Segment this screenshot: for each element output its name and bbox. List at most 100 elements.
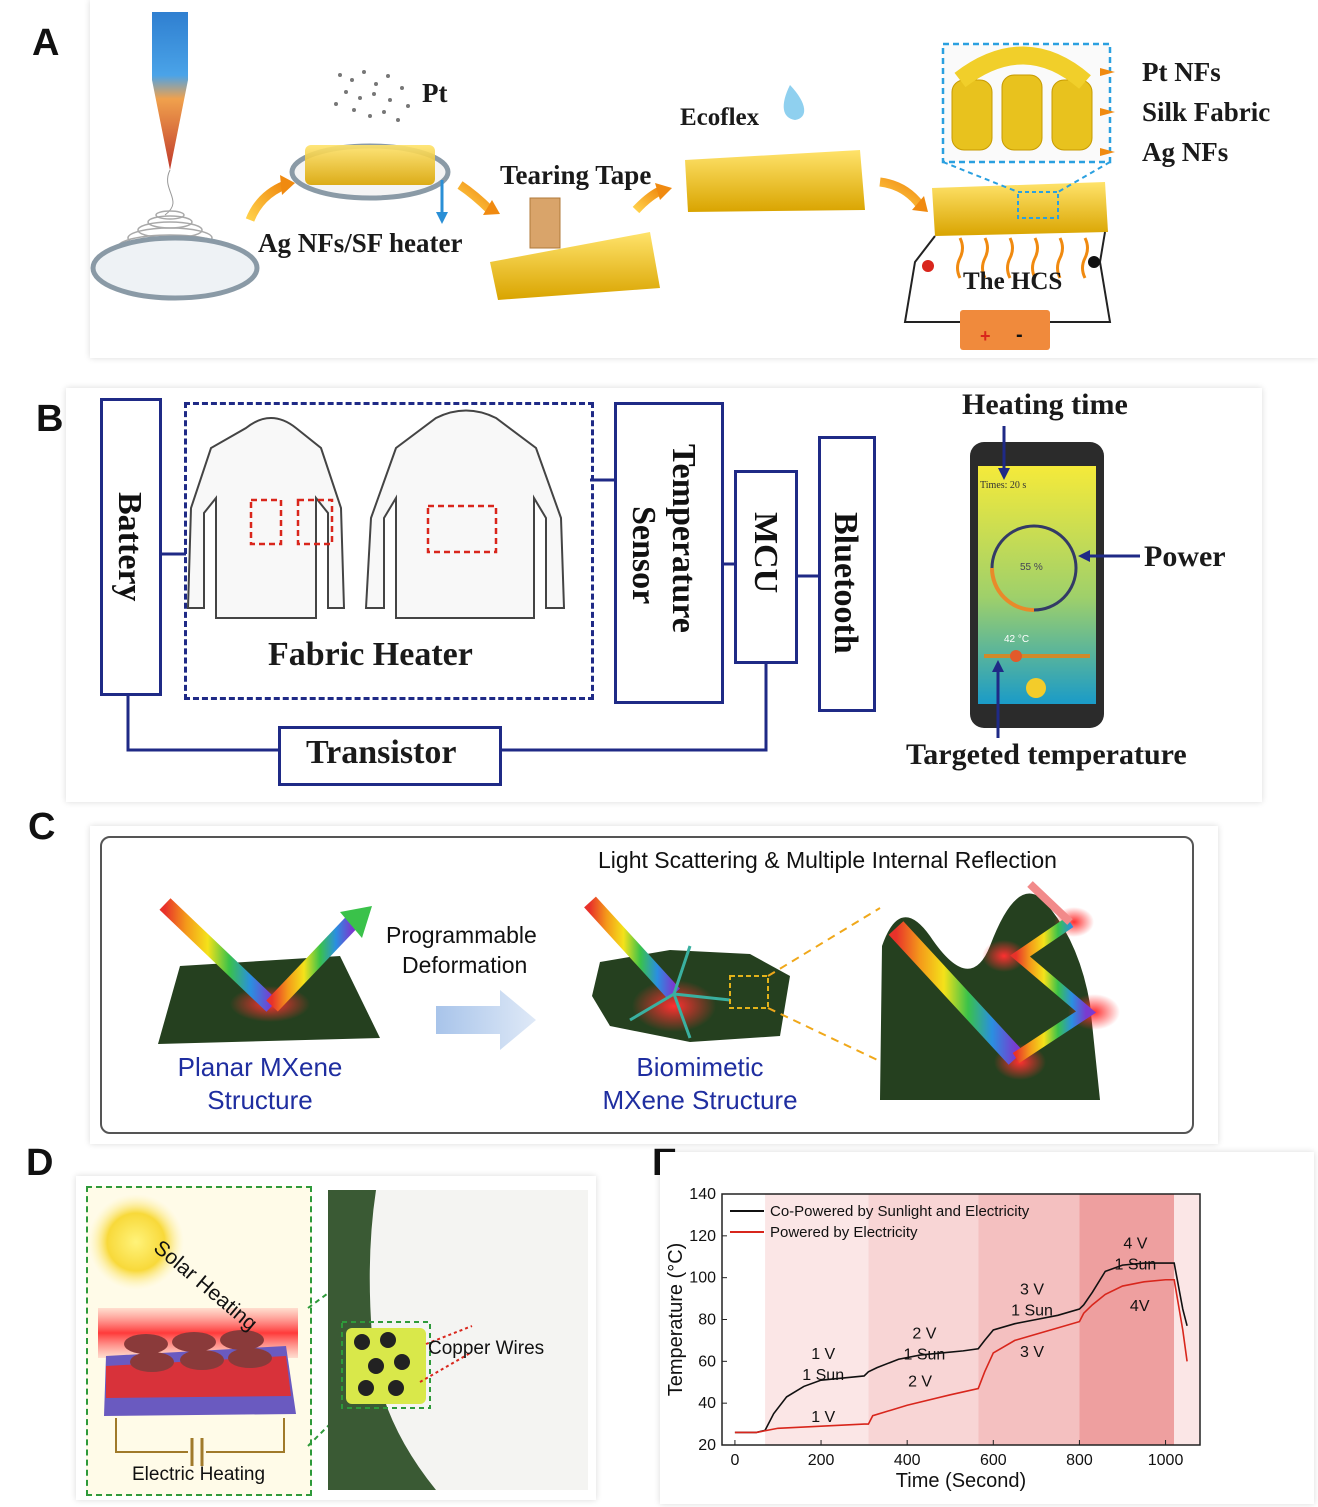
y-tick-label: 20 bbox=[698, 1437, 716, 1454]
temperature-sensor-label-2: Sensor bbox=[625, 506, 662, 605]
copper-wires-label: Copper Wires bbox=[428, 1338, 545, 1359]
biomimetic-label-2: MXene Structure bbox=[602, 1085, 798, 1115]
annotation-4-0: 3 V bbox=[1020, 1281, 1044, 1298]
x-axis-label: Time (Second) bbox=[896, 1470, 1026, 1492]
mcu-label: MCU bbox=[747, 512, 784, 594]
ag-nfs-label: Ag NFs bbox=[1142, 137, 1229, 167]
annotation-5-0: 3 V bbox=[1020, 1344, 1044, 1361]
spinneret-icon bbox=[152, 12, 188, 170]
programmable-label-2: Deformation bbox=[402, 952, 528, 978]
y-tick-label: 140 bbox=[689, 1186, 716, 1203]
hoodie-front-icon bbox=[186, 417, 346, 619]
copper-patch-icon bbox=[346, 1328, 426, 1404]
panel-label-d: D bbox=[26, 1142, 54, 1184]
x-tick-label: 0 bbox=[730, 1452, 739, 1469]
annotation-4-1: 1 Sun bbox=[1011, 1302, 1053, 1319]
panel-label-c: C bbox=[28, 806, 56, 848]
power-label: Power bbox=[1144, 540, 1226, 573]
pt-particles-icon bbox=[334, 70, 410, 122]
panel-b-wiring bbox=[126, 409, 1140, 752]
hoodie-back-icon bbox=[364, 409, 566, 619]
hcs-fabric-icon bbox=[932, 182, 1108, 236]
annotation-3-0: 2 V bbox=[908, 1373, 932, 1390]
biomimetic-label-1: Biomimetic bbox=[636, 1052, 764, 1082]
planar-label-1: Planar MXene bbox=[177, 1052, 343, 1082]
pt-nfs-label: Pt NFs bbox=[1142, 57, 1221, 87]
ecoflex-label: Ecoflex bbox=[680, 104, 760, 131]
phone-times-text: Times: 20 s bbox=[980, 480, 1027, 491]
panel-b: Battery Fabric Heater Temperature Sensor… bbox=[66, 388, 1262, 802]
panel-label-b: B bbox=[36, 398, 64, 440]
panel-a: Pt Ag NFs/SF heater Tearing Tape Ecoflex… bbox=[90, 0, 1318, 358]
annotation-2-0: 2 V bbox=[912, 1325, 936, 1342]
x-tick-label: 600 bbox=[980, 1452, 1007, 1469]
hcs-label: The HCS bbox=[963, 268, 1063, 295]
panel-c: Light Scattering & Multiple Internal Ref… bbox=[90, 826, 1218, 1144]
x-tick-label: 400 bbox=[894, 1452, 921, 1469]
bluetooth-box bbox=[818, 436, 876, 712]
y-tick-label: 60 bbox=[698, 1353, 716, 1370]
x-tick-label: 1000 bbox=[1148, 1452, 1184, 1469]
battery-source-icon bbox=[960, 310, 1050, 350]
deformation-arrow-icon bbox=[436, 990, 536, 1050]
battery-plus: + bbox=[980, 326, 991, 346]
bluetooth-label: Bluetooth bbox=[827, 512, 864, 654]
transistor-box bbox=[278, 726, 502, 786]
shaded-region-2 bbox=[978, 1194, 1080, 1445]
electric-heating-label: Electric Heating bbox=[132, 1464, 266, 1485]
mcu-box bbox=[734, 470, 798, 664]
panel-d: Solar Heating Electric Heating Copper Wi… bbox=[76, 1176, 596, 1500]
heater-fabric-icon bbox=[104, 1330, 296, 1416]
silk-fiber-zoom-icon bbox=[951, 46, 1093, 151]
transistor-label: Transistor bbox=[306, 734, 457, 771]
panel-d-illustration bbox=[88, 1190, 588, 1490]
panel-a-illustration bbox=[90, 12, 1115, 350]
pt-label: Pt bbox=[422, 78, 448, 108]
y-tick-label: 100 bbox=[689, 1270, 716, 1287]
ag-heater-label: Ag NFs/SF heater bbox=[258, 228, 463, 258]
annotation-0-0: 1 V bbox=[811, 1346, 835, 1363]
annotation-6-1: 1 Sun bbox=[1114, 1256, 1156, 1273]
battery-box bbox=[100, 398, 162, 696]
x-tick-label: 200 bbox=[808, 1452, 835, 1469]
shaded-region-1 bbox=[868, 1194, 979, 1445]
panel-label-a: A bbox=[32, 22, 60, 64]
legend-label-0: Co-Powered by Sunlight and Electricity bbox=[770, 1203, 1030, 1220]
y-tick-label: 40 bbox=[698, 1395, 716, 1412]
tape-fabric-icon bbox=[490, 232, 660, 300]
targeted-temperature-label: Targeted temperature bbox=[906, 738, 1187, 771]
shaded-region-3 bbox=[1079, 1194, 1175, 1445]
heating-time-label: Heating time bbox=[962, 388, 1128, 421]
panel-c-illustration bbox=[158, 881, 1120, 1100]
silk-fabric-label: Silk Fabric bbox=[1142, 97, 1271, 127]
series-line-0 bbox=[734, 1262, 1188, 1434]
phone-percent-text: 55 % bbox=[1020, 562, 1043, 573]
programmable-label-1: Programmable bbox=[386, 922, 537, 948]
planar-label-2: Structure bbox=[207, 1085, 313, 1115]
shaded-region-4 bbox=[1174, 1194, 1200, 1445]
tearing-tape-label: Tearing Tape bbox=[500, 160, 652, 190]
annotation-1-0: 1 V bbox=[811, 1409, 835, 1426]
temperature-sensor-box bbox=[614, 402, 724, 704]
annotation-7-0: 4V bbox=[1130, 1298, 1150, 1315]
fabric-heater-box bbox=[184, 402, 594, 700]
series-line-1 bbox=[734, 1278, 1188, 1434]
annotation-6-0: 4 V bbox=[1123, 1235, 1147, 1252]
phone-temp-text: 42 °C bbox=[1004, 634, 1030, 645]
y-axis-label: Temperature (°C) bbox=[665, 1243, 687, 1397]
collector-ring-icon bbox=[90, 235, 260, 301]
temperature-sensor-label-1: Temperature bbox=[665, 444, 702, 633]
battery-minus: - bbox=[1016, 324, 1023, 346]
annotation-0-1: 1 Sun bbox=[802, 1367, 844, 1384]
y-tick-label: 80 bbox=[698, 1312, 716, 1329]
sun-icon bbox=[88, 1194, 184, 1290]
y-tick-label: 120 bbox=[689, 1228, 716, 1245]
panel-c-frame bbox=[100, 836, 1194, 1134]
fabric-heater-label: Fabric Heater bbox=[268, 636, 473, 673]
annotation-2-1: 1 Sun bbox=[903, 1346, 945, 1363]
legend-label-1: Powered by Electricity bbox=[770, 1224, 918, 1241]
ecoflex-fabric-icon bbox=[685, 150, 865, 212]
battery-label: Battery bbox=[111, 492, 148, 602]
